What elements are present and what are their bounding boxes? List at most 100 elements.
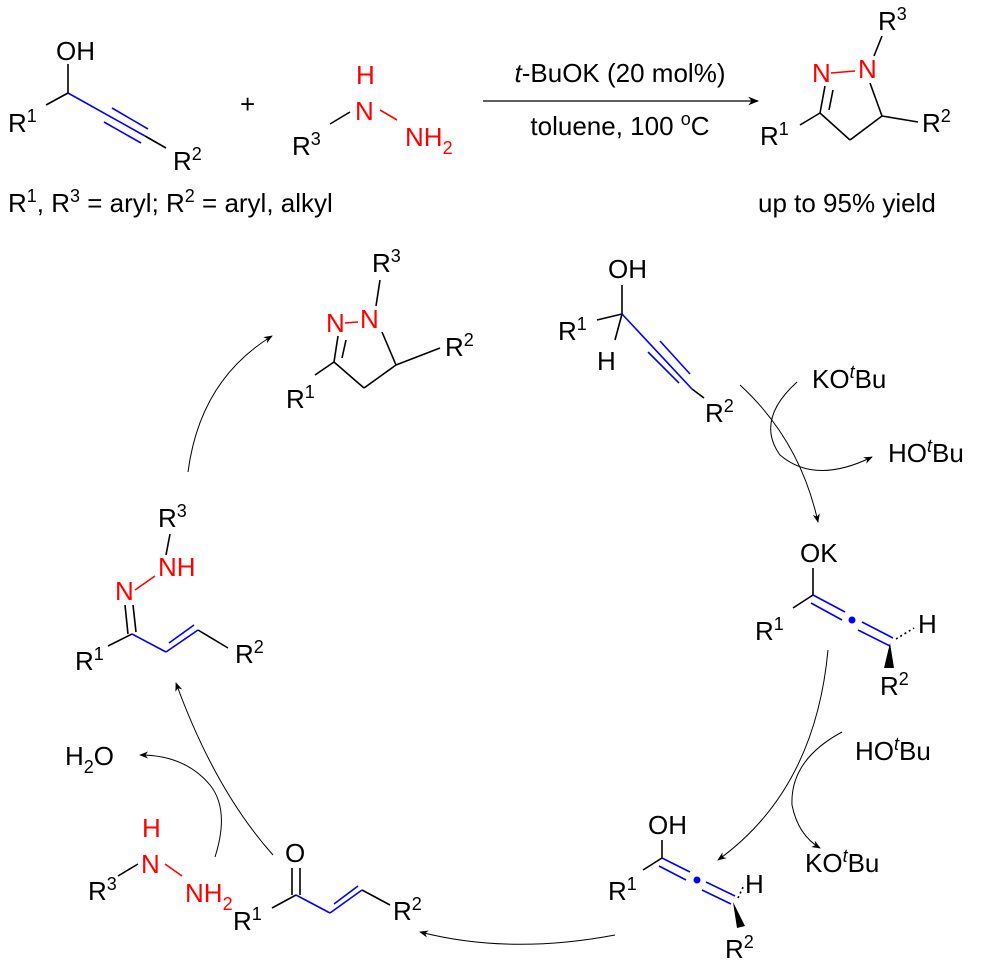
label-n: N <box>355 96 374 126</box>
label-r2: R2 <box>235 637 264 669</box>
label-n: N <box>115 576 134 606</box>
label-segment: KO <box>805 848 843 878</box>
label-segment: NH <box>185 878 223 908</box>
substituent-definitions: R1, R3 = aryl; R2 = aryl, alkyl <box>8 186 333 218</box>
label-segment: 2 <box>941 106 951 126</box>
label-r2: R2 <box>393 894 422 926</box>
arrow-step2 <box>717 649 829 861</box>
label-r3: R3 <box>88 874 117 906</box>
label-segment: 2 <box>185 186 195 206</box>
label-segment: 3 <box>107 874 117 894</box>
label-r1: R1 <box>760 119 789 151</box>
arrow-water-loss <box>139 751 222 858</box>
label-r3: R3 <box>158 501 187 533</box>
label-oh: OH <box>608 254 647 284</box>
label-segment: R <box>292 131 311 161</box>
label-segment: KO <box>812 364 850 394</box>
propargyl-alcohol-reactant: OH R1 R2 <box>8 36 202 176</box>
label-segment: 1 <box>779 119 789 139</box>
label-r2: R2 <box>880 669 909 701</box>
arrow-base-loop-2 <box>791 731 843 849</box>
label-segment: R <box>235 639 254 669</box>
label-h: H <box>142 813 161 843</box>
label-segment: 2 <box>254 637 264 657</box>
label-segment: 1 <box>627 874 637 894</box>
cycle-enone: O R1 R2 <box>233 838 422 936</box>
label-segment: 3 <box>311 129 321 149</box>
label-r1: R1 <box>286 382 315 414</box>
label-r1: R1 <box>608 874 637 906</box>
label-segment: Bu <box>932 438 964 468</box>
label-segment: 3 <box>897 4 907 24</box>
water-label: H2O <box>65 741 114 777</box>
label-oh: OH <box>56 36 95 66</box>
label-h: H <box>745 869 764 899</box>
arrow-step1 <box>739 384 820 523</box>
label-segment: R <box>88 876 107 906</box>
label-segment: R <box>372 248 391 278</box>
label-segment: HO <box>855 736 894 766</box>
label-r2: R2 <box>445 330 474 362</box>
cycle-allenol: OH R1 H R2 <box>608 810 764 964</box>
hoTbu-label-1: HOtBu <box>888 436 964 468</box>
label-segment: H <box>356 60 375 90</box>
label-nh2: NH2 <box>185 878 233 914</box>
label-segment: HO <box>888 438 927 468</box>
label-segment: = aryl, alkyl <box>195 188 333 218</box>
label-segment: N <box>326 308 345 338</box>
arrow-step5 <box>187 335 273 473</box>
label-segment: R <box>445 332 464 362</box>
label-segment: NH <box>158 552 196 582</box>
label-segment: 1 <box>305 382 315 402</box>
label-segment: up to 95% yield <box>758 188 936 218</box>
label-segment: R <box>8 188 27 218</box>
label-segment: H <box>745 869 764 899</box>
label-segment: t <box>843 846 849 866</box>
koTbu-label-1: KOtBu <box>812 362 886 394</box>
label-r3: R3 <box>372 246 401 278</box>
label-r2: R2 <box>922 106 951 138</box>
label-segment: R <box>922 108 941 138</box>
label-segment: H <box>65 741 84 771</box>
yield-text: up to 95% yield <box>758 188 936 218</box>
label-oh: OH <box>648 810 687 840</box>
label-ok: OK <box>800 538 838 568</box>
label-segment: OH <box>648 810 687 840</box>
label-nh2: NH2 <box>405 122 453 158</box>
label-segment: t <box>927 436 933 456</box>
label-segment: 1 <box>27 106 37 126</box>
label-segment: N <box>115 576 134 606</box>
cycle-arrows <box>139 335 873 945</box>
label-segment: N <box>360 304 379 334</box>
label-segment: R <box>393 896 412 926</box>
label-r2: R2 <box>705 396 734 428</box>
label-segment: toluene, 100 <box>530 111 680 141</box>
label-segment: = aryl; R <box>80 188 185 218</box>
label-r1: R1 <box>755 614 784 646</box>
label-segment: R <box>75 646 94 676</box>
label-segment: R <box>725 934 744 964</box>
label-segment: -BuOK (20 mol%) <box>522 58 726 88</box>
label-segment: R <box>173 146 192 176</box>
label-segment: Bu <box>848 848 880 878</box>
label-segment: 2 <box>724 396 734 416</box>
label-r1: R1 <box>75 644 104 676</box>
label-segment: N <box>812 58 831 88</box>
label-segment: 1 <box>577 314 587 334</box>
arrow-base-loop-1 <box>770 381 873 471</box>
label-segment: R <box>8 108 27 138</box>
conditions-solvent-temp: toluene, 100 oC <box>530 109 709 141</box>
label-n2: N <box>326 308 345 338</box>
label-segment: 1 <box>774 614 784 634</box>
label-segment: R <box>760 121 779 151</box>
label-segment: t <box>515 58 524 88</box>
cycle-propargyl-alcohol: OH R1 H R2 <box>558 254 734 428</box>
label-h: H <box>918 609 937 639</box>
label-segment: Bu <box>855 364 887 394</box>
label-segment: t <box>894 734 900 754</box>
label-segment: 3 <box>177 501 187 521</box>
plus-sign: + <box>240 89 255 119</box>
label-segment: R <box>705 398 724 428</box>
label-r3: R3 <box>878 4 907 36</box>
